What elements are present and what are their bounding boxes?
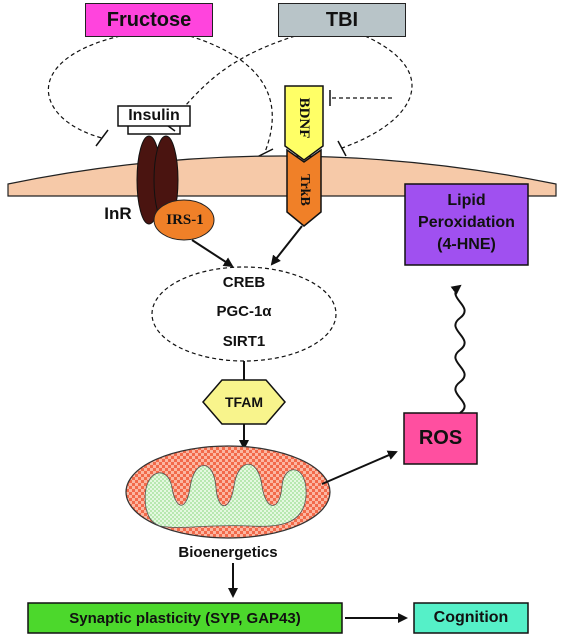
mito-to-ros-arrow bbox=[321, 450, 398, 485]
fructose-inhibits-trkb-line bbox=[189, 35, 273, 153]
tbi-label: TBI bbox=[278, 3, 406, 37]
synaptic-plasticity-label: Synaptic plasticity (SYP, GAP43) bbox=[69, 609, 301, 627]
tfam-label: TFAM bbox=[224, 394, 264, 410]
fructose-inhibits-insulin-bar bbox=[95, 129, 109, 147]
fructose-label: Fructose bbox=[85, 3, 213, 37]
synaptic-plasticity-box bbox=[27, 602, 343, 634]
cognition-label: Cognition bbox=[433, 609, 509, 626]
trkb-to-creb-arrow bbox=[270, 225, 303, 266]
sirt1-label: SIRT1 bbox=[222, 332, 266, 350]
lipid-label-line2: Peroxidation bbox=[418, 214, 515, 231]
bdnf-shape bbox=[284, 85, 324, 161]
cognition-box bbox=[413, 602, 529, 634]
irs1-label: IRS-1 bbox=[166, 211, 204, 228]
irs1-to-creb-arrow bbox=[191, 239, 234, 268]
inr-label: InR bbox=[104, 204, 132, 223]
insulin-bracket bbox=[127, 126, 181, 135]
ros-to-lipid-wavy-arrow bbox=[450, 284, 466, 414]
lipid-label-line1: Lipid bbox=[447, 192, 486, 209]
ros-box bbox=[403, 412, 478, 465]
creb-label: CREB bbox=[222, 273, 266, 291]
insulin-box bbox=[117, 105, 191, 127]
pgc1a-label: PGC-1α bbox=[216, 302, 272, 320]
lipid-peroxidation-box bbox=[404, 183, 529, 266]
insulin-label: Insulin bbox=[128, 107, 180, 124]
tbi-inhibits-membrane-line bbox=[341, 35, 413, 149]
irs1-shape bbox=[153, 199, 215, 241]
tfam-shape bbox=[202, 379, 286, 425]
trkb-shape bbox=[286, 148, 322, 227]
lipid-label-line3: (4-HNE) bbox=[437, 236, 496, 253]
trkb-label: TrkB bbox=[297, 174, 312, 206]
tbi-inhibits-membrane-bar bbox=[337, 140, 347, 157]
bdnf-label: BDNF bbox=[296, 97, 313, 139]
ros-label: ROS bbox=[418, 427, 463, 449]
bioenergetics-label: Bioenergetics bbox=[178, 543, 278, 561]
fructose-inhibits-insulin-line bbox=[47, 35, 121, 139]
mitochondrion-cristae bbox=[144, 464, 307, 528]
transcription-oval bbox=[151, 266, 337, 362]
